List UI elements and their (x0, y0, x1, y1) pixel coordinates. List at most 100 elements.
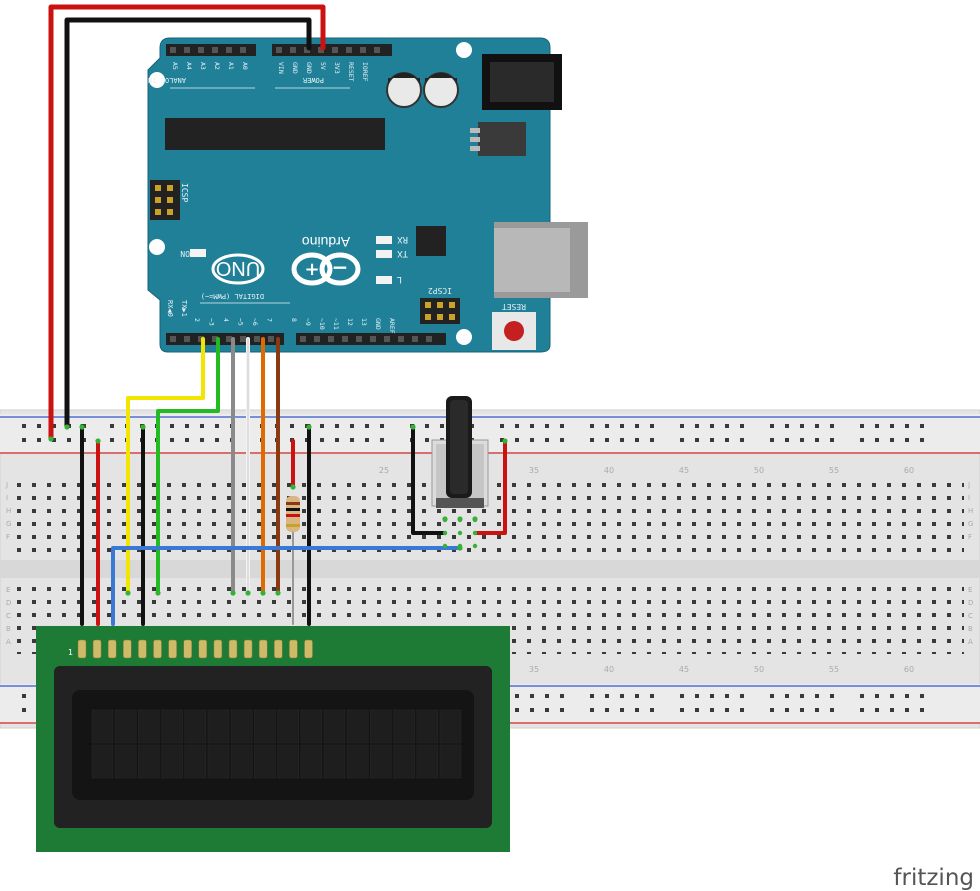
mounting-hole (456, 329, 472, 345)
tx1-label: TX▶1 (180, 300, 188, 317)
on-label: ON (180, 249, 190, 258)
header-pin-label: A2 (213, 62, 221, 70)
header-pin-label: 12 (346, 318, 354, 326)
tx-label: TX (397, 248, 408, 258)
column-number: 40 (604, 466, 614, 475)
column-number: 60 (904, 466, 914, 475)
lcd-character-cells (91, 709, 462, 779)
brand-label: Arduino (302, 234, 350, 250)
capacitor (386, 72, 422, 108)
rx0-label: RX◀0 (166, 300, 174, 317)
row-letter: J (5, 481, 8, 489)
header-pin-label: 2 (193, 318, 201, 322)
usb-chip (416, 226, 446, 256)
power-group-label: POWER (302, 76, 324, 84)
column-number: 50 (754, 466, 764, 475)
wire-contrast-blue (111, 546, 462, 626)
wire-yellow (126, 337, 205, 594)
capacitor (423, 72, 459, 108)
svg-text:+: + (304, 259, 319, 280)
column-number: 50 (754, 665, 764, 674)
svg-text:−: − (332, 255, 349, 279)
column-number: 25 (379, 466, 389, 475)
header-pin-label: ~5 (237, 318, 245, 326)
header-pin-label: 8 (290, 318, 298, 322)
active-hole-markers (48, 424, 508, 596)
row-letter: B (6, 625, 11, 633)
column-number: 45 (679, 665, 689, 674)
row-letter: H (968, 507, 973, 515)
reset-button[interactable] (504, 321, 524, 341)
header-pin-label: 4 (222, 318, 230, 322)
row-letter: C (6, 612, 11, 620)
column-number: 55 (829, 466, 839, 475)
wire-pot-gnd-black (411, 424, 447, 535)
row-letter: B (968, 625, 973, 633)
row-letter: E (968, 586, 972, 594)
row-letter: C (968, 612, 973, 620)
column-number: 55 (829, 665, 839, 674)
row-letter: I (6, 494, 8, 502)
model-label: UNO (216, 257, 260, 279)
row-letter: G (968, 520, 973, 528)
mounting-hole (149, 72, 165, 88)
l-label: L (397, 274, 402, 284)
lcd-pin1-label: 1 (68, 648, 73, 657)
header-pin-label: ~3 (208, 318, 216, 326)
header-pin-label: GND (374, 318, 382, 330)
analog-group-label: ANALOG IN (148, 76, 186, 84)
row-letter: A (6, 638, 11, 646)
row-letter: D (6, 599, 11, 607)
arduino-logo: + − (291, 252, 361, 286)
header-pin-label: ~11 (332, 318, 340, 330)
mounting-hole (456, 42, 472, 58)
potentiometer[interactable] (431, 396, 489, 508)
icsp-label: ICSP (180, 183, 189, 202)
digital-header-low (166, 333, 284, 345)
header-pin-label: GND (291, 62, 299, 74)
icsp2-label: ICSP2 (428, 286, 452, 295)
on-led (190, 249, 206, 257)
row-letter: E (6, 586, 10, 594)
column-number: 35 (529, 665, 539, 674)
header-pin-label: RESET (347, 62, 355, 82)
header-pin-label: A5 (171, 62, 179, 70)
microcontroller-chip (165, 118, 385, 150)
row-letter: A (968, 638, 973, 646)
column-number: 45 (679, 466, 689, 475)
wires (48, 4, 507, 626)
wire-green (156, 337, 220, 594)
header-pin-label: 7 (266, 318, 274, 322)
header-pin-label: 3V3 (333, 62, 341, 74)
column-number: 35 (529, 466, 539, 475)
header-pin-label: ~9 (304, 318, 312, 326)
row-letter: I (968, 494, 970, 502)
icsp-header (150, 180, 180, 220)
header-pin-label: ~6 (251, 318, 259, 326)
digital-label: DIGITAL (PWM=~) (201, 292, 264, 300)
mounting-hole (149, 239, 165, 255)
column-number: 40 (604, 665, 614, 674)
l-led (376, 276, 392, 284)
header-pin-label: IOREF (361, 62, 369, 82)
row-letter: D (968, 599, 973, 607)
column-number: 60 (904, 665, 914, 674)
wire-pot-vcc-red (473, 439, 507, 535)
icsp2-header (420, 298, 460, 324)
voltage-regulator (478, 122, 526, 156)
row-letter: G (6, 520, 11, 528)
lcd-16x2: 1 (36, 626, 510, 852)
wire-gnd-black (64, 17, 312, 429)
uno-badge (211, 253, 265, 285)
row-letter: J (967, 481, 970, 489)
wire-5v-red (48, 4, 326, 441)
row-letter: F (6, 533, 10, 541)
header-pin-label: VIN (277, 62, 285, 74)
header-pin-label: A4 (185, 62, 193, 70)
fritzing-brand: fritzing (893, 865, 974, 891)
header-pin-label: AREF (388, 318, 396, 334)
resistor (286, 496, 300, 532)
rx-led (376, 236, 392, 244)
